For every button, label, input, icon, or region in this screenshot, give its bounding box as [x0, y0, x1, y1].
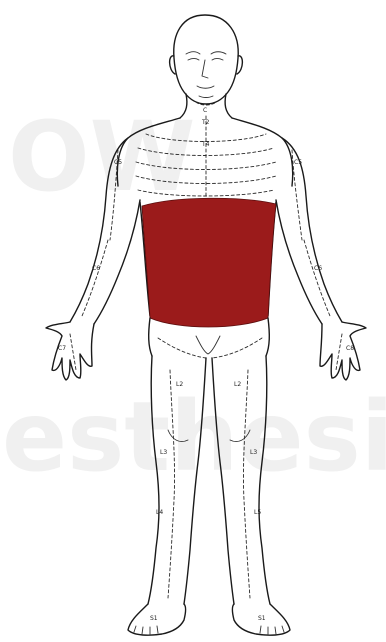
label-sternum-b: T4: [201, 141, 210, 148]
label-neck: C: [203, 107, 207, 114]
label-knee-left: L3: [160, 449, 167, 456]
label-hand-right: C8: [346, 345, 354, 352]
label-hand-left: C7: [58, 345, 66, 352]
label-thigh-right: L2: [234, 381, 241, 388]
label-foot-right: S1: [258, 615, 266, 622]
head: [170, 15, 243, 104]
label-sternum-a: T2: [201, 119, 210, 126]
label-arm-right: C5: [294, 159, 302, 166]
highlighted-dermatome-region: [142, 198, 276, 327]
label-thigh-left: L2: [176, 381, 183, 388]
label-foot-left: S1: [150, 615, 158, 622]
label-arm-left: C5: [114, 159, 122, 166]
watermark-line-1: OW: [8, 101, 196, 213]
label-knee-right: L3: [250, 449, 257, 456]
watermark-line-2: esthesia: [2, 381, 386, 493]
label-forearm-right: C6: [314, 265, 322, 272]
label-shin-left: L4: [156, 509, 163, 516]
label-shin-right: L5: [254, 509, 261, 516]
label-forearm-left: C6: [92, 265, 100, 272]
right-arm: C5 C6 C8: [276, 138, 366, 380]
